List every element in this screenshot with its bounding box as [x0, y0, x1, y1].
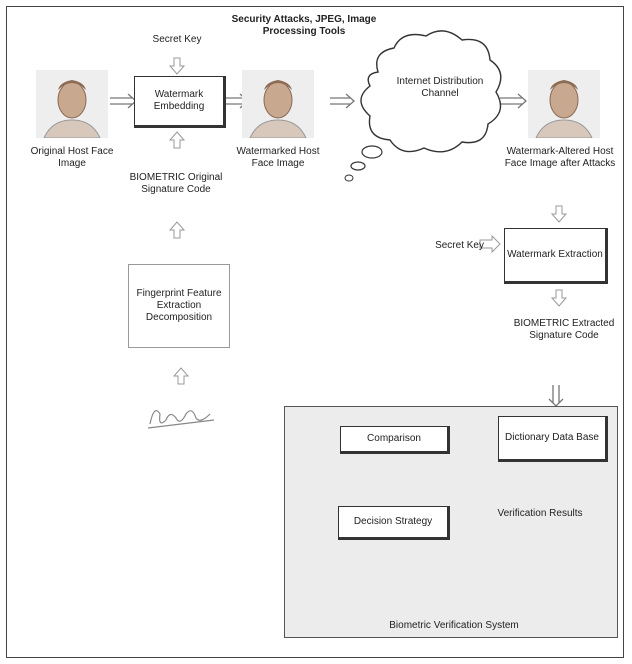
figure-frame	[6, 6, 624, 658]
cloud-tail-3	[344, 174, 354, 182]
verification-results-label: Verification Results	[497, 508, 583, 519]
arrow-down-to-panel	[548, 385, 564, 407]
arrow-key-to-extract	[479, 234, 501, 254]
arrow-extract-to-code	[550, 289, 568, 307]
fingerprint-feature-box: Fingerprint Feature Extraction Decomposi…	[128, 264, 230, 348]
arrow-key-to-embed	[168, 57, 186, 75]
attacked-face-label: Watermark-Altered Host Face Image after …	[504, 146, 616, 169]
attacked-face-icon	[528, 70, 600, 138]
arrow-code-to-embed	[168, 131, 186, 149]
cloud-tail-2	[350, 161, 366, 171]
cloud-tail-1	[361, 145, 383, 159]
arrow-attacked-to-extract	[550, 205, 568, 223]
comparison-box: Comparison	[340, 426, 450, 454]
signature-scribble	[147, 410, 215, 429]
dictionary-database-box: Dictionary Data Base	[498, 416, 608, 462]
arrow-channel-to-attacked	[500, 93, 527, 109]
channel-label: Internet Distribution Channel	[396, 76, 484, 99]
secret-key-mid-label: Secret Key	[435, 240, 484, 251]
arrow-watermarked-to-channel	[330, 93, 355, 109]
decision-strategy-box: Decision Strategy	[338, 506, 450, 540]
watermark-extraction-box: Watermark Extraction	[504, 228, 608, 284]
secret-key-top-label: Secret Key	[152, 34, 202, 45]
watermarked-face-icon	[242, 70, 314, 138]
watermarked-face-label: Watermarked Host Face Image	[236, 146, 320, 169]
arrow-face-to-embed	[110, 93, 137, 109]
original-face-icon	[36, 70, 108, 138]
biometric-code-label: BIOMETRIC Original Signature Code	[129, 172, 223, 195]
extracted-code-label: BIOMETRIC Extracted Signature Code	[513, 318, 615, 341]
arrow-signature-up	[172, 367, 190, 385]
attack-note-label: Security Attacks, JPEG, Image Processing…	[231, 14, 377, 37]
cloud-shape	[360, 30, 502, 153]
original-face-label: Original Host Face Image	[30, 146, 114, 169]
arrow-feature-to-code	[168, 221, 186, 239]
panel-title-label: Biometric Verification System	[389, 620, 519, 631]
watermark-embedding-box: Watermark Embedding	[134, 76, 226, 128]
